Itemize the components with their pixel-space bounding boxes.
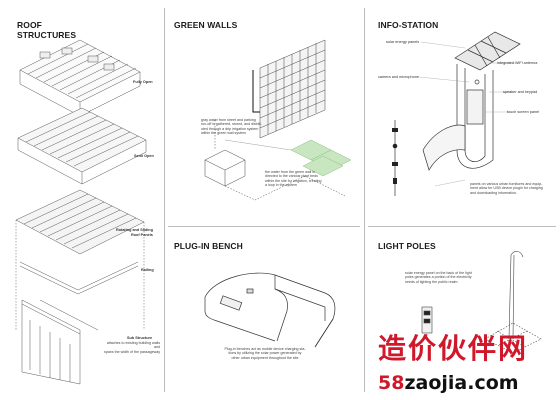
plug-icon bbox=[393, 178, 397, 184]
info-panels-line3: and downloading information. bbox=[470, 190, 517, 195]
row-divider-middle bbox=[168, 226, 360, 227]
green-wall-note-1: gray water from street and parking run-o… bbox=[201, 118, 271, 136]
roof-semi-open-drawing bbox=[17, 107, 147, 185]
roof-sub-structure-desc1: attaches to existing building walls and bbox=[106, 341, 160, 350]
green-wall-note1-line4: within the green wall system bbox=[201, 131, 246, 136]
watermark-url-suffix: zaojia.com bbox=[404, 372, 519, 394]
column-divider-right bbox=[364, 8, 365, 392]
info-touch-label: touch screen panel bbox=[507, 110, 540, 114]
plug-in-bench-panel: PLUG-IN BENCH Plug-in benches act as mob… bbox=[165, 227, 364, 400]
bench-drawing bbox=[204, 272, 336, 348]
watermark-url: 58zaojia.com bbox=[378, 372, 519, 394]
green-wall-drawing bbox=[204, 39, 352, 201]
info-panels-line2: ment allow for USB device plugin for cha… bbox=[470, 186, 543, 191]
info-solar-label: solar energy panels bbox=[386, 40, 420, 44]
info-wifi-label: integrated WiFi antenna bbox=[497, 61, 538, 65]
green-wall-note1-line1: gray water from street and parking bbox=[201, 118, 256, 122]
roof-structures-panel: ROOF STRUCTURES Fully Open Semi Open bbox=[0, 0, 164, 400]
roof-sub-structure-desc: attaches to existing building walls and … bbox=[102, 341, 160, 354]
info-camera-label: camera and microphone bbox=[378, 75, 419, 79]
roof-rotating-line1: Rotating and Sliding bbox=[116, 228, 153, 232]
light-pole-drawing bbox=[421, 251, 542, 354]
info-title: INFO-STATION bbox=[378, 20, 439, 30]
roof-exploded-drawing bbox=[15, 189, 145, 385]
green-wall-note1-line3: uted through a drip irrigation system bbox=[201, 126, 259, 131]
info-panels-desc: panels on various urban furnitures and e… bbox=[470, 182, 550, 195]
info-panels-line1: panels on various urban furnitures and e… bbox=[470, 182, 543, 186]
green-wall-note1-line2: run-off is gathered, stored, and distrib… bbox=[201, 122, 262, 127]
green-walls-title: GREEN WALLS bbox=[174, 20, 238, 30]
power-icon bbox=[392, 162, 398, 166]
info-station-panel: INFO-STATION solar energy pan bbox=[365, 0, 560, 226]
poles-desc-line3: needs of lighting the public realm bbox=[405, 279, 458, 284]
poles-desc: solar energy panel on the back of the li… bbox=[405, 271, 495, 284]
poles-title: LIGHT POLES bbox=[378, 241, 436, 251]
poles-desc-line2: poles generates a portion of the electri… bbox=[405, 275, 472, 280]
green-wall-note2-line3: within the site for irrigation, creating bbox=[265, 178, 322, 183]
watermark-chinese: 造价伙伴网 bbox=[378, 332, 529, 365]
green-wall-note-2: the water from the green wall is directe… bbox=[265, 170, 345, 188]
wifi-icon bbox=[392, 143, 398, 149]
row-divider-right bbox=[368, 226, 556, 227]
usb-icon bbox=[392, 128, 398, 132]
roof-fully-open-label: Fully Open bbox=[133, 80, 153, 84]
roof-rotating-label: Rotating and Sliding Roof Panels bbox=[116, 228, 153, 237]
green-wall-note2-line2: directed to the various plant beds bbox=[265, 174, 318, 179]
roof-title-line2: STRUCTURES bbox=[17, 30, 77, 40]
bench-desc-line2: tions by utilizing the solar power gener… bbox=[228, 351, 302, 356]
green-wall-note2-line4: a loop in the system bbox=[265, 183, 297, 188]
bench-title: PLUG-IN BENCH bbox=[174, 241, 243, 251]
column-divider-left bbox=[164, 8, 165, 392]
bench-desc: Plug-in benches act as mobile device cha… bbox=[195, 347, 335, 360]
bench-desc-line1: Plug-in benches act as mobile device cha… bbox=[224, 347, 306, 351]
roof-sub-structure-desc2: spans the width of the passageway bbox=[104, 349, 160, 354]
light-poles-panel: LIGHT POLES solar energy panel on the ba… bbox=[365, 227, 560, 400]
roof-semi-open-label: Semi Open bbox=[134, 154, 154, 158]
info-speaker-label: speaker and keypad bbox=[503, 90, 538, 94]
green-wall-note2-line1: the water from the green wall is bbox=[265, 170, 315, 174]
bench-desc-line3: other urban equipment throughout the sit… bbox=[231, 355, 299, 360]
watermark-url-prefix: 58 bbox=[378, 372, 405, 394]
roof-rotating-line2: Roof Panels bbox=[130, 232, 153, 237]
poles-desc-line1: solar energy panel on the back of the li… bbox=[405, 271, 472, 275]
roof-sub-structure-title: Sub Structure bbox=[127, 336, 153, 340]
green-walls-panel: GREEN WALLS gray water from street and p… bbox=[165, 0, 364, 226]
info-station-drawing bbox=[392, 31, 521, 196]
roof-title: ROOF STRUCTURES bbox=[17, 20, 76, 40]
roof-railing-label: Railing bbox=[141, 268, 154, 272]
roof-title-line1: ROOF bbox=[17, 20, 42, 30]
